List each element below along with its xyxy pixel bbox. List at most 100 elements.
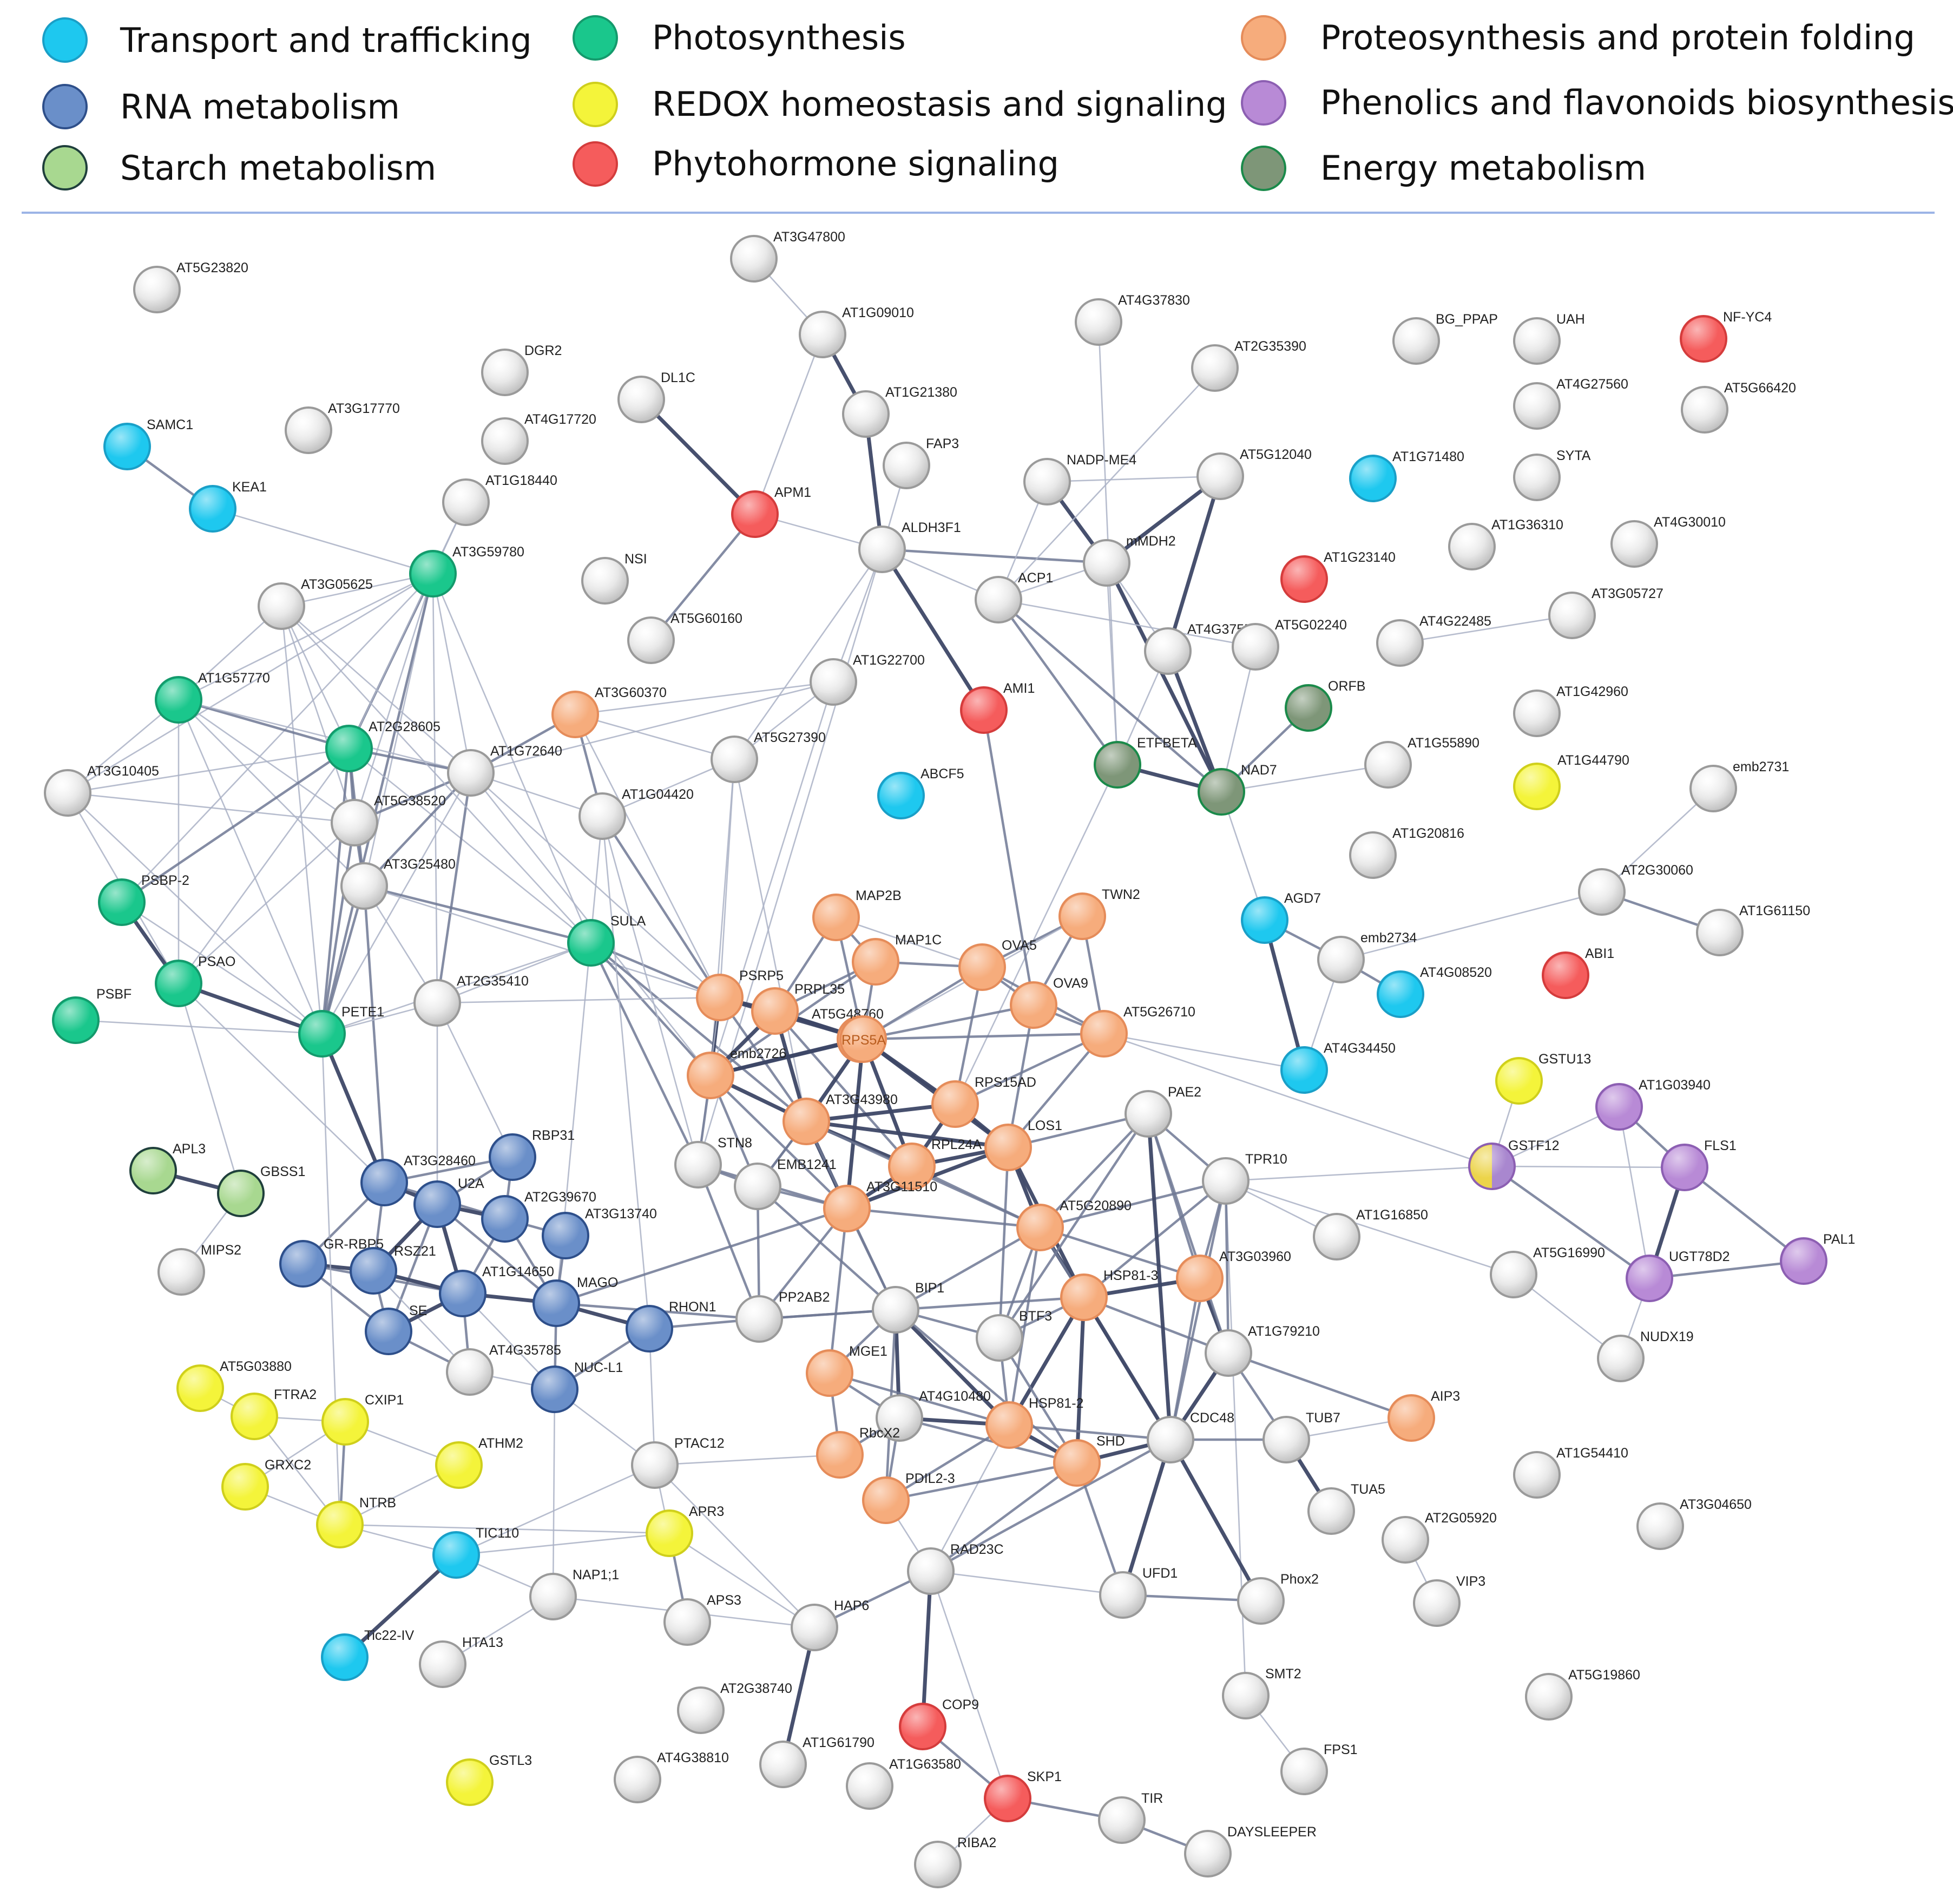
node-at1g61150[interactable]: AT1G61150 <box>1696 903 1810 956</box>
node-at5g02240[interactable]: AT5G02240 <box>1232 618 1347 671</box>
node-at1g20816[interactable]: AT1G20816 <box>1349 826 1464 879</box>
node-gbss1[interactable]: GBSS1 <box>217 1164 305 1217</box>
node-at3g60370[interactable]: AT3G60370 <box>551 685 667 738</box>
node-pal1[interactable]: PAL1 <box>1780 1232 1855 1285</box>
node-fls1[interactable]: FLS1 <box>1661 1138 1737 1191</box>
node-at4g38810[interactable]: AT4G38810 <box>614 1750 729 1803</box>
node-etfbeta[interactable]: ETFBETA <box>1094 736 1197 789</box>
node-ftra2[interactable]: FTRA2 <box>231 1387 317 1440</box>
node-skp1[interactable]: SKP1 <box>984 1769 1062 1822</box>
node-mge1[interactable]: MGE1 <box>806 1344 887 1397</box>
node-at3g03960[interactable]: AT3G03960 <box>1176 1249 1291 1302</box>
node-emb2734[interactable]: emb2734 <box>1317 930 1417 983</box>
node-mips2[interactable]: MIPS2 <box>157 1243 241 1296</box>
node-prpl35[interactable]: PRPL35 <box>751 982 845 1035</box>
node-at3g10405[interactable]: AT3G10405 <box>44 764 159 817</box>
node-emb1241[interactable]: EMB1241 <box>734 1157 837 1210</box>
node-at1g44790[interactable]: AT1G44790 <box>1513 753 1629 810</box>
node-aip3[interactable]: AIP3 <box>1388 1389 1460 1442</box>
node-at2g35410[interactable]: AT2G35410 <box>413 974 529 1027</box>
node-at5g16990[interactable]: AT5G16990 <box>1490 1245 1605 1298</box>
node-apm1[interactable]: APM1 <box>731 485 811 538</box>
node-apl3[interactable]: APL3 <box>129 1141 206 1194</box>
node-at3g28460[interactable]: AT3G28460 <box>360 1153 476 1206</box>
node-at1g72640[interactable]: AT1G72640 <box>447 744 562 797</box>
node-uah[interactable]: UAH <box>1513 312 1585 365</box>
node-emb2731[interactable]: emb2731 <box>1689 759 1789 812</box>
node-aps3[interactable]: APS3 <box>663 1593 741 1646</box>
node-hsp81-3[interactable]: HSP81-3 <box>1060 1268 1158 1321</box>
node-nadp-me4[interactable]: NADP-ME4 <box>1023 452 1136 505</box>
node-at3g13740[interactable]: AT3G13740 <box>542 1206 657 1259</box>
node-at3g17770[interactable]: AT3G17770 <box>285 401 400 454</box>
node-tic110[interactable]: TIC110 <box>432 1526 519 1579</box>
node-at5g03880[interactable]: AT5G03880 <box>176 1359 292 1412</box>
node-rhon1[interactable]: RHON1 <box>626 1299 716 1353</box>
node-ptac12[interactable]: PTAC12 <box>631 1436 725 1489</box>
node-phox2[interactable]: Phox2 <box>1237 1572 1319 1625</box>
node-agd7[interactable]: AGD7 <box>1241 891 1321 944</box>
node-rad23c[interactable]: RAD23C <box>907 1542 1004 1595</box>
node-hta13[interactable]: HTA13 <box>419 1635 503 1688</box>
node-hsp81-2[interactable]: HSP81-2 <box>985 1396 1083 1449</box>
node-psbf[interactable]: PSBF <box>52 987 131 1044</box>
node-daysleeper[interactable]: DAYSLEEPER <box>1184 1824 1317 1877</box>
node-los1[interactable]: LOS1 <box>984 1118 1062 1171</box>
node-abi1[interactable]: ABI1 <box>1542 946 1614 999</box>
node-ufd1[interactable]: UFD1 <box>1099 1566 1178 1619</box>
node-at1g54410[interactable]: AT1G54410 <box>1513 1446 1628 1499</box>
node-shd[interactable]: SHD <box>1053 1434 1125 1487</box>
node-psrp5[interactable]: PSRP5 <box>696 968 784 1021</box>
node-at2g38740[interactable]: AT2G38740 <box>677 1681 792 1734</box>
node-at1g55890[interactable]: AT1G55890 <box>1364 736 1479 789</box>
node-at3g05625[interactable]: AT3G05625 <box>258 577 373 630</box>
node-tub7[interactable]: TUB7 <box>1262 1410 1340 1463</box>
node-at2g39670[interactable]: AT2G39670 <box>481 1190 596 1243</box>
node-mago[interactable]: MAGO <box>532 1275 618 1327</box>
node-tua5[interactable]: TUA5 <box>1307 1482 1385 1535</box>
node-nap1-1[interactable]: NAP1;1 <box>529 1567 619 1620</box>
node-at4g34450[interactable]: AT4G34450 <box>1280 1041 1396 1094</box>
node-se[interactable]: SE <box>365 1303 427 1355</box>
node-at5g38520[interactable]: AT5G38520 <box>331 793 446 846</box>
node-rps15ad[interactable]: RPS15AD <box>931 1075 1036 1128</box>
node-at2g30060[interactable]: AT2G30060 <box>1578 863 1693 916</box>
node-at1g03940[interactable]: AT1G03940 <box>1595 1078 1711 1131</box>
node-gstf12[interactable]: GSTF12 <box>1468 1138 1559 1190</box>
node-cop9[interactable]: COP9 <box>899 1697 979 1750</box>
node-map1c[interactable]: MAP1C <box>852 933 942 986</box>
node-pete1[interactable]: PETE1 <box>298 1004 384 1058</box>
node-at3g05727[interactable]: AT3G05727 <box>1548 586 1663 639</box>
node-at3g04650[interactable]: AT3G04650 <box>1636 1497 1752 1550</box>
node-at5g12040[interactable]: AT5G12040 <box>1196 447 1312 500</box>
node-tic22-iv[interactable]: Tic22-IV <box>321 1628 414 1681</box>
node-ntrb[interactable]: NTRB <box>316 1495 396 1548</box>
node-rpl24a[interactable]: RPL24A <box>888 1137 982 1190</box>
node-tir[interactable]: TIR <box>1098 1791 1163 1844</box>
node-map2b[interactable]: MAP2B <box>812 888 902 941</box>
node-at4g35785[interactable]: AT4G35785 <box>446 1343 561 1396</box>
node-at2g28605[interactable]: AT2G28605 <box>325 719 440 772</box>
node-at4g37550[interactable]: AT4G37550 <box>1144 622 1259 675</box>
node-tpr10[interactable]: TPR10 <box>1202 1152 1287 1205</box>
node-at4g10480[interactable]: AT4G10480 <box>876 1389 991 1442</box>
node-at1g71480[interactable]: AT1G71480 <box>1349 449 1464 502</box>
node-nudx19[interactable]: NUDX19 <box>1597 1329 1694 1382</box>
node-at1g79210[interactable]: AT1G79210 <box>1205 1324 1320 1377</box>
node-at5g66420[interactable]: AT5G66420 <box>1681 380 1796 434</box>
node-ugt78d2[interactable]: UGT78D2 <box>1626 1249 1730 1302</box>
node-at2g35390[interactable]: AT2G35390 <box>1191 339 1306 392</box>
node-u2a[interactable]: U2A <box>413 1176 484 1228</box>
node-at4g30010[interactable]: AT4G30010 <box>1610 515 1726 568</box>
node-at1g57770[interactable]: AT1G57770 <box>155 671 270 724</box>
node-btf3[interactable]: BTF3 <box>976 1309 1052 1362</box>
node-at1g42960[interactable]: AT1G42960 <box>1513 684 1628 737</box>
node-kea1[interactable]: KEA1 <box>189 480 267 533</box>
node-psbp-2[interactable]: PSBP-2 <box>98 873 189 926</box>
node-nuc-l1[interactable]: NUC-L1 <box>531 1360 623 1413</box>
node-rsz21[interactable]: RSZ21 <box>350 1244 436 1295</box>
node-nf-yc4[interactable]: NF-YC4 <box>1680 310 1772 363</box>
node-vip3[interactable]: VIP3 <box>1413 1574 1485 1627</box>
node-pp2ab2[interactable]: PP2AB2 <box>735 1290 830 1343</box>
node-riba2[interactable]: RIBA2 <box>914 1835 996 1888</box>
